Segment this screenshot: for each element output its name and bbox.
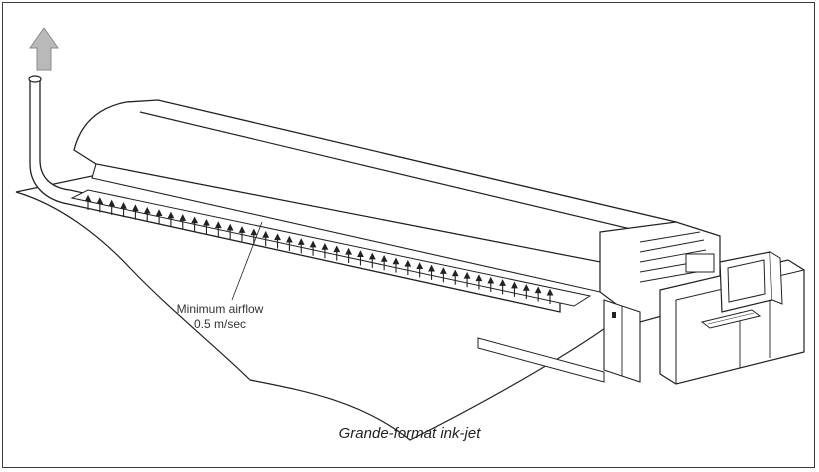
keyboard [700, 309, 762, 329]
airflow-callout-line2: 0.5 m/sec [193, 317, 247, 331]
airflow-arrow-icon [368, 252, 376, 268]
media-tray [70, 189, 592, 307]
airflow-arrow-icon [297, 238, 305, 254]
airflow-arrow-icon [451, 269, 459, 285]
airflow-arrow-icon [203, 218, 210, 235]
airflow-arrow-icon [428, 264, 435, 280]
monitor-screen [727, 259, 766, 303]
airflow-arrow-icon [226, 223, 234, 239]
airflow-arrow-icon [143, 206, 151, 223]
airflow-arrow-icon [321, 242, 329, 259]
airflow-callout-line1: Minimum airflow [176, 302, 264, 316]
airflow-arrow-icon [262, 230, 270, 247]
airflow-arrow-icon [274, 233, 281, 249]
airflow-arrow-icon [155, 209, 163, 225]
airflow-arrow-icon [179, 214, 187, 230]
airflow-arrow-icon [285, 235, 293, 251]
airflow-arrow-icon [416, 262, 424, 278]
airflow-arrow-icon [463, 271, 471, 288]
airflow-arrow-icon [167, 211, 175, 227]
duct-opening [28, 75, 42, 83]
airflow-arrow-icon [475, 274, 483, 290]
airflow-arrow-icon [214, 221, 222, 237]
exhaust-arrow-icon [29, 27, 59, 71]
airflow-arrow-icon [546, 288, 554, 304]
callout-leader [231, 221, 263, 301]
airflow-arrow-icon [309, 240, 317, 256]
airflow-arrow-icon [499, 279, 507, 295]
airflow-arrow-icon [96, 197, 104, 213]
cover-seam [139, 111, 661, 237]
base-rail [477, 337, 605, 383]
airflow-arrow-icon [191, 216, 199, 232]
airflow-arrow-icon [131, 204, 139, 220]
airflow-arrow-icon [487, 276, 495, 292]
airflow-arrow-icon [108, 199, 116, 215]
airflow-arrow-icon [84, 194, 92, 210]
figure-caption: Grande-format ink-jet [338, 425, 481, 442]
airflow-arrow-icon [238, 226, 246, 242]
airflow-arrow-icon [380, 255, 388, 271]
airflow-arrow-icon [439, 267, 447, 283]
media-sheet [15, 175, 642, 441]
airflow-arrow-icon [392, 257, 400, 273]
airflow-arrow-icon [250, 228, 258, 244]
airflow-arrow-icon [404, 259, 412, 276]
airflow-arrow-icon [345, 247, 353, 264]
control-panel [685, 253, 715, 273]
airflow-arrow-icon [120, 202, 127, 218]
airflow-callout: Minimum airflow 0.5 m/sec [150, 302, 290, 332]
airflow-arrow-icon [534, 286, 542, 302]
airflow-arrows [84, 194, 554, 304]
airflow-arrow-icon [333, 245, 341, 261]
airflow-arrow-icon [522, 283, 530, 300]
airflow-arrow-icon [357, 250, 364, 266]
airflow-arrow-icon [511, 281, 518, 297]
